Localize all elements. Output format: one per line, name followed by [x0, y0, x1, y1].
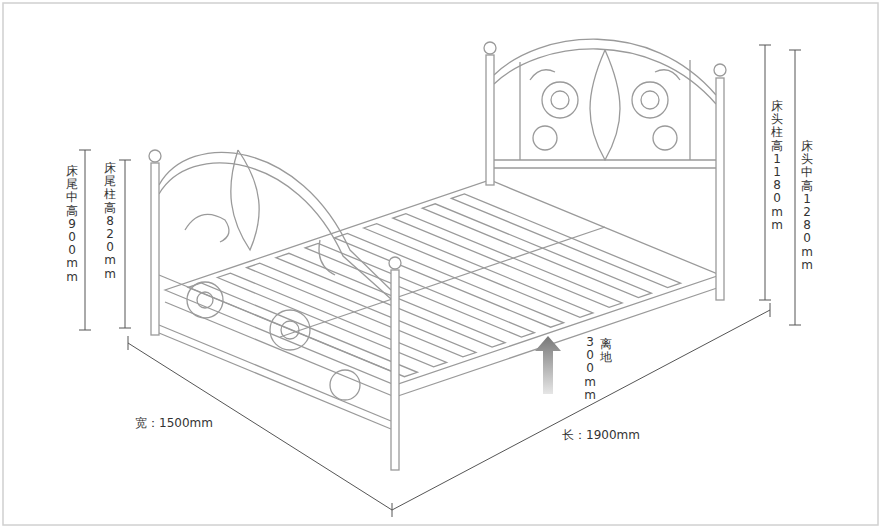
- bed-frame: [159, 39, 720, 429]
- height-arrow: [535, 336, 561, 394]
- dimension-label: 长：1900mm: [560, 428, 642, 442]
- dimension-label: 床尾柱高820mm: [104, 162, 116, 281]
- dimension-lines: [79, 45, 801, 517]
- dimension-label: 宽：1500mm: [133, 416, 215, 430]
- frame-border: [3, 3, 878, 525]
- bed-posts: [149, 42, 726, 470]
- dimension-label: 离地: [600, 338, 612, 364]
- dimension-label: 300mm: [584, 336, 596, 402]
- dimension-label: 床头柱高1180 mm: [771, 100, 783, 232]
- dimension-label: 床尾中高900mm: [66, 165, 78, 284]
- dimension-label: 床头中高 1280 mm: [801, 140, 813, 272]
